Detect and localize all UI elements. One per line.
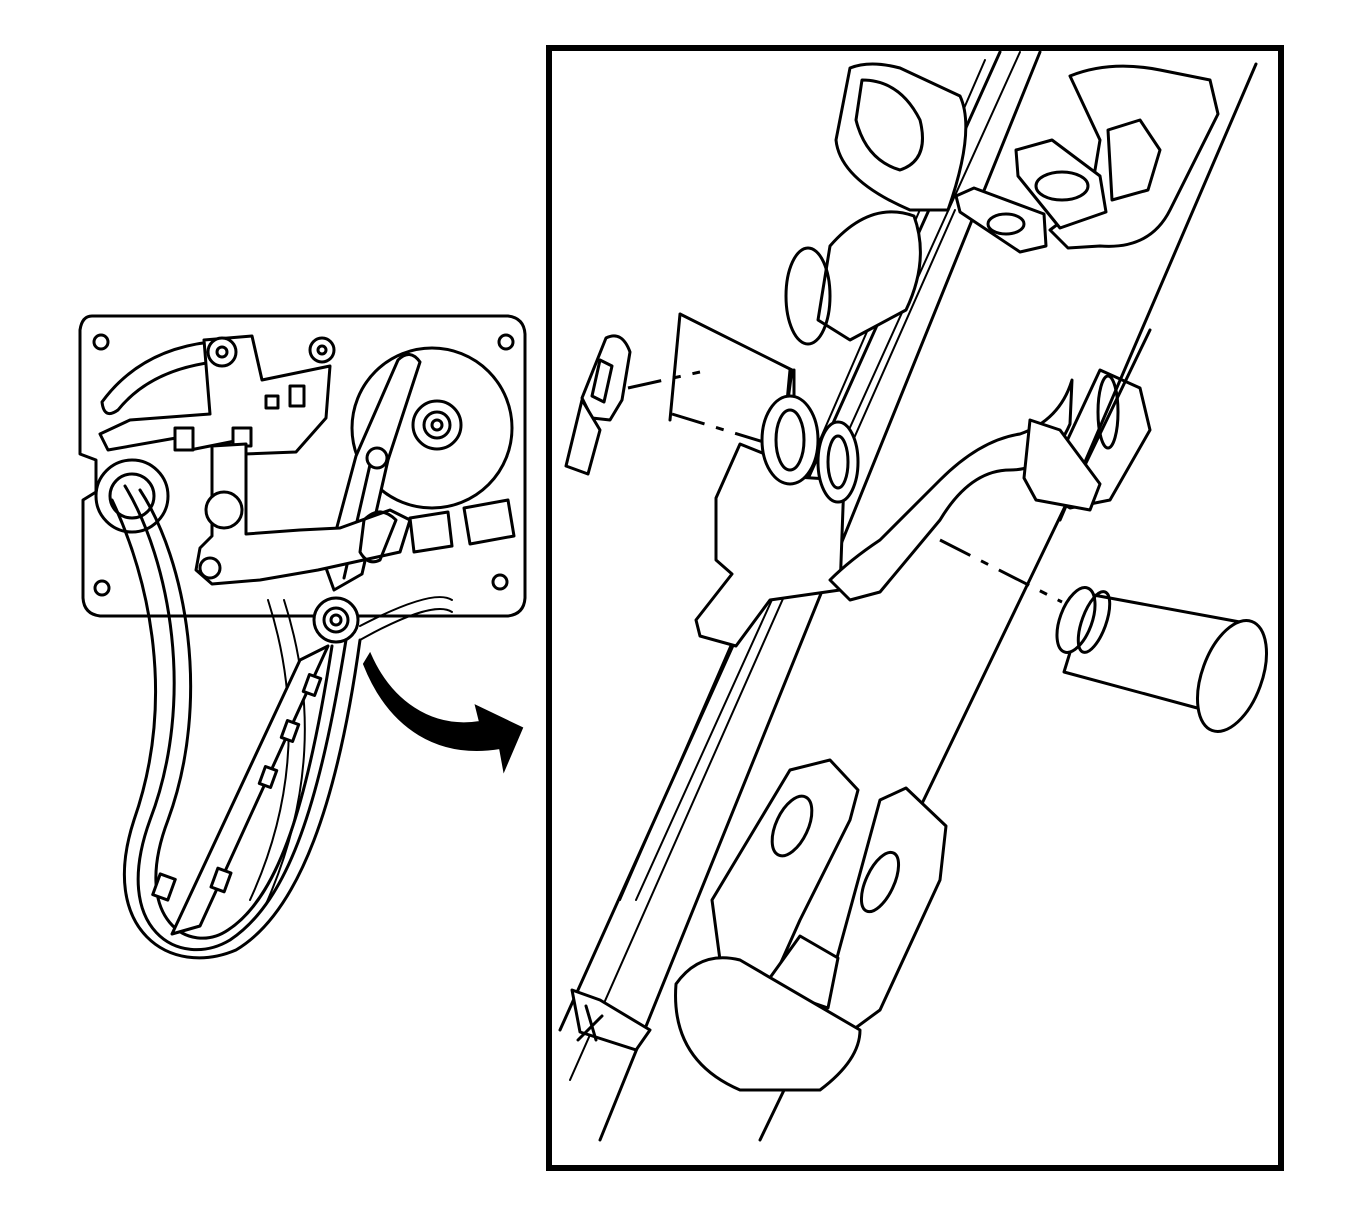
- overview-assembly: [78, 314, 527, 960]
- alignment-line-pin: [939, 538, 1063, 604]
- overview-rail: [170, 644, 330, 936]
- connector-left: [408, 510, 454, 554]
- alignment-line-middle: [671, 412, 771, 446]
- mounting-tab: [1014, 138, 1108, 230]
- connector-right: [462, 498, 516, 546]
- connector-small-1: [173, 426, 195, 452]
- retaining-clip: [580, 334, 632, 422]
- plate-hole-top-right: [497, 333, 515, 351]
- plate-hole-bottom-right: [491, 573, 509, 591]
- clevis-bracket: [710, 758, 860, 998]
- lower-bracket: [194, 442, 412, 586]
- alignment-line-upper: [627, 370, 701, 390]
- pivot-pin: [1055, 586, 1268, 733]
- plate-hole-bottom-left: [93, 579, 111, 597]
- detail-view: [546, 45, 1284, 1171]
- plate-hole-top-left: [92, 333, 110, 351]
- curved-slot: [100, 340, 216, 416]
- curved-arrow-icon: [362, 651, 524, 774]
- pivot-joint: [312, 596, 360, 644]
- cable-harness: [123, 484, 348, 951]
